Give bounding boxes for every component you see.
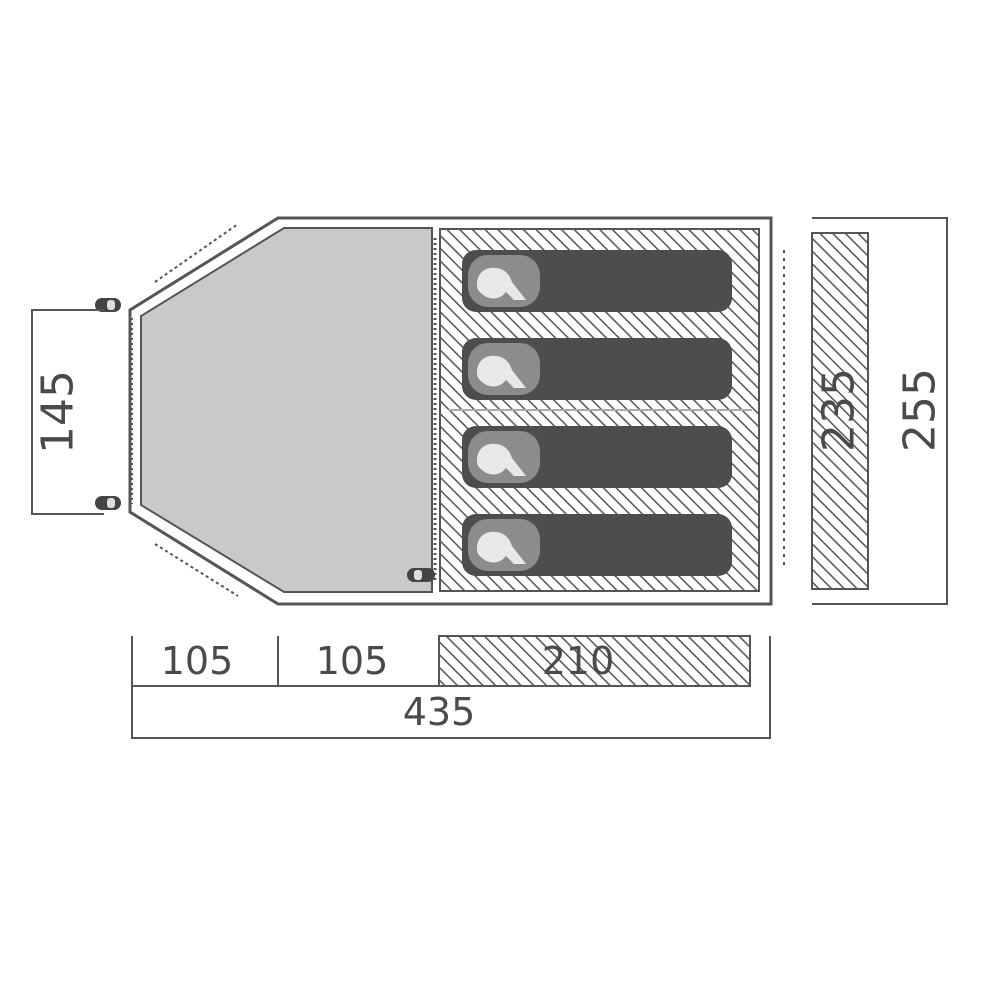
sleeper-head	[476, 355, 526, 388]
sleeping-bag	[462, 338, 732, 400]
pole-bottom-cap	[107, 498, 115, 508]
pole-top-cap	[107, 300, 115, 310]
guy-line-bottom	[154, 543, 239, 597]
door-height-label: 145	[33, 370, 84, 454]
total-length-label: 435	[403, 690, 476, 734]
door-height-bracket	[31, 309, 104, 515]
sleeping-bags	[462, 250, 732, 576]
bedroom-width-bar	[811, 232, 869, 590]
bedroom-length-bar	[438, 635, 751, 687]
sleeping-bag	[462, 426, 732, 488]
living-area-floor	[140, 227, 433, 593]
sleeping-bag	[462, 250, 732, 312]
sleeper-head	[476, 443, 526, 476]
living-width-label: 105	[316, 639, 389, 683]
sleeper-head	[476, 267, 526, 300]
total-width-bracket	[812, 217, 948, 605]
guy-line-top	[154, 223, 239, 283]
total-width-label: 255	[895, 368, 946, 452]
total-length-bracket	[131, 636, 771, 739]
bedroom-width-label: 235	[814, 368, 865, 452]
bedroom-length-label: 210	[542, 639, 615, 683]
sleeper-head	[476, 531, 526, 564]
vestibule-width-label: 105	[161, 639, 234, 683]
sleeping-bag	[462, 514, 732, 576]
inner-door-toggle-cap	[414, 570, 422, 580]
